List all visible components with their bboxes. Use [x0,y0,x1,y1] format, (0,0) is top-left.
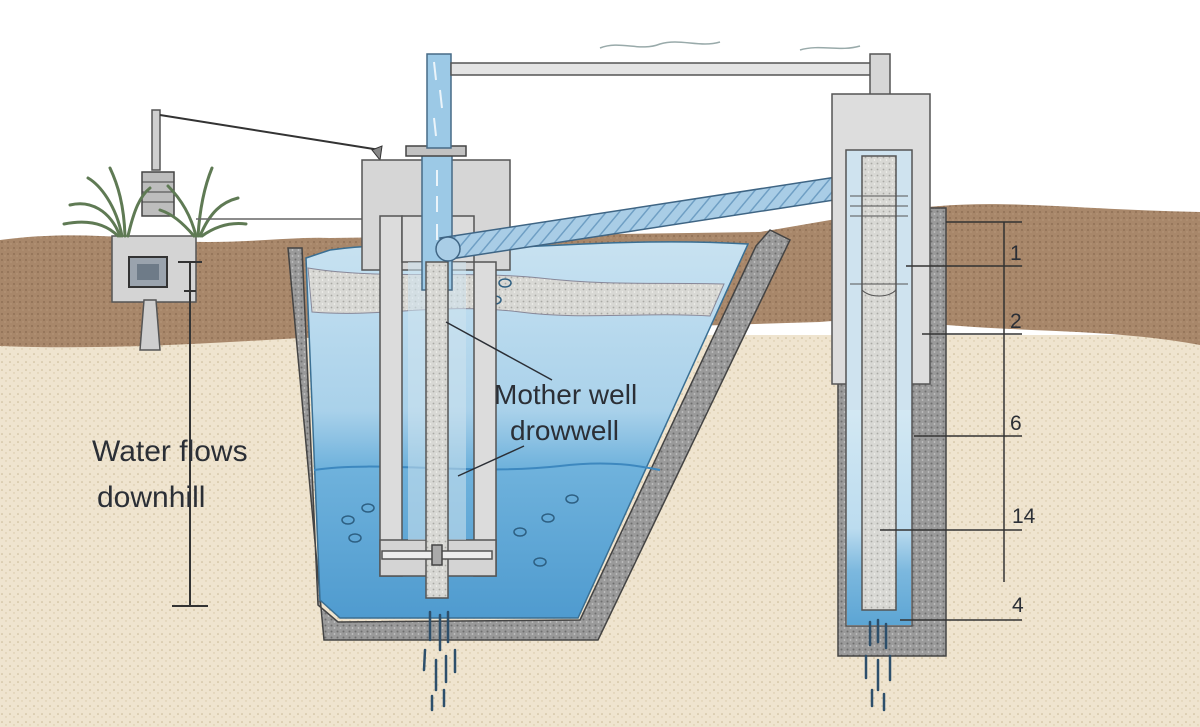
height-marker [172,261,208,607]
drill-well [831,93,947,712]
intake-structure [62,109,383,351]
right-well-screen [861,155,897,611]
intake-mast [151,109,161,171]
mother-well-label-line1: Mother well [494,379,637,410]
plant-icon [62,166,152,238]
casing-left [379,215,403,577]
depth-marker-4: 4 [1012,594,1024,617]
depth-marker-2: 2 [1010,310,1022,333]
water-flows-label-line1: Water flows [92,435,248,468]
plant-icon [158,166,248,238]
mother-well-label-line2: drowwell [510,415,619,446]
vertical-pipe-top [426,53,452,149]
depth-marker-1: 1 [1010,242,1022,265]
screen-pipe [425,261,449,599]
drip-lines [422,610,457,712]
water-flows-label-line2: downhill [97,481,205,514]
casing-right [473,261,497,577]
basin-gravel-liner [287,229,791,641]
pump-column [361,53,511,712]
top-linkage [450,41,891,97]
depth-marker-6: 6 [1010,412,1022,435]
leader-lines [445,321,553,477]
depth-scale [880,221,1022,621]
intake-outlet [139,299,161,351]
intake-filter [141,171,175,217]
drip-lines [864,618,892,712]
right-mast [869,53,891,97]
depth-marker-14: 14 [1012,505,1036,528]
